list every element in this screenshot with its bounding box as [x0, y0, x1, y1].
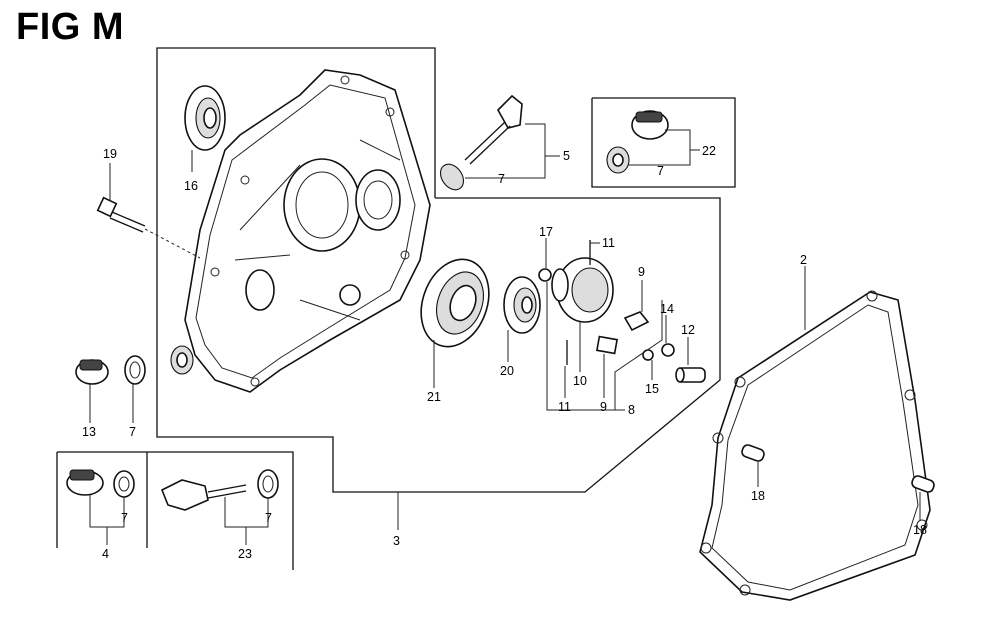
gasket-2 — [699, 290, 931, 601]
callout-23: 23 — [238, 547, 252, 561]
ball-bearing-21 — [420, 258, 490, 348]
drain-plug-13 — [75, 345, 194, 385]
callout-21: 21 — [427, 390, 441, 404]
flange-bolt-19 — [96, 196, 201, 259]
callout-7-left: 7 — [129, 425, 136, 439]
callout-7-plug4: 7 — [121, 511, 128, 525]
oil-filler-plug-4 — [66, 469, 135, 498]
callout-14: 14 — [660, 302, 674, 316]
group-frames — [56, 47, 736, 570]
leader-lines — [89, 123, 921, 545]
callout-5: 5 — [563, 149, 570, 163]
dowel-pins-18 — [741, 444, 935, 493]
governor-gear-assembly — [538, 240, 675, 365]
callout-7-right-box: 7 — [657, 164, 664, 178]
callout-17: 17 — [539, 225, 553, 239]
dipstick-23 — [160, 469, 279, 511]
callout-18-mid: 18 — [751, 489, 765, 503]
callout-20: 20 — [500, 364, 514, 378]
callout-7-seal-top: 7 — [498, 172, 505, 186]
figure-title: FIG M — [16, 6, 125, 48]
callout-9-bottom: 9 — [600, 400, 607, 414]
filler-cap-22 — [606, 110, 669, 174]
callout-16: 16 — [184, 179, 198, 193]
callout-3: 3 — [393, 534, 400, 548]
callout-11-bottom: 11 — [558, 400, 571, 414]
callout-18-right: 18 — [913, 523, 927, 537]
callout-15: 15 — [645, 382, 659, 396]
callout-11-top: 11 — [602, 236, 615, 250]
callout-labels: 19 16 5 7 22 7 17 11 9 2 14 12 21 20 10 … — [82, 144, 927, 561]
callout-22: 22 — [702, 144, 716, 158]
callout-13: 13 — [82, 425, 96, 439]
callout-8: 8 — [628, 403, 635, 417]
oil-seal-16 — [184, 85, 226, 151]
crankcase-cover — [184, 69, 431, 393]
callout-9-top: 9 — [638, 265, 645, 279]
oil-dipstick-5 — [439, 94, 523, 191]
callout-10: 10 — [573, 374, 587, 388]
callout-12: 12 — [681, 323, 695, 337]
callout-19: 19 — [103, 147, 117, 161]
dowel-pin-12 — [675, 367, 706, 383]
callout-2: 2 — [800, 253, 807, 267]
callout-7-plug23: 7 — [265, 511, 272, 525]
oil-seal-20 — [503, 276, 541, 334]
callout-4: 4 — [102, 547, 109, 561]
